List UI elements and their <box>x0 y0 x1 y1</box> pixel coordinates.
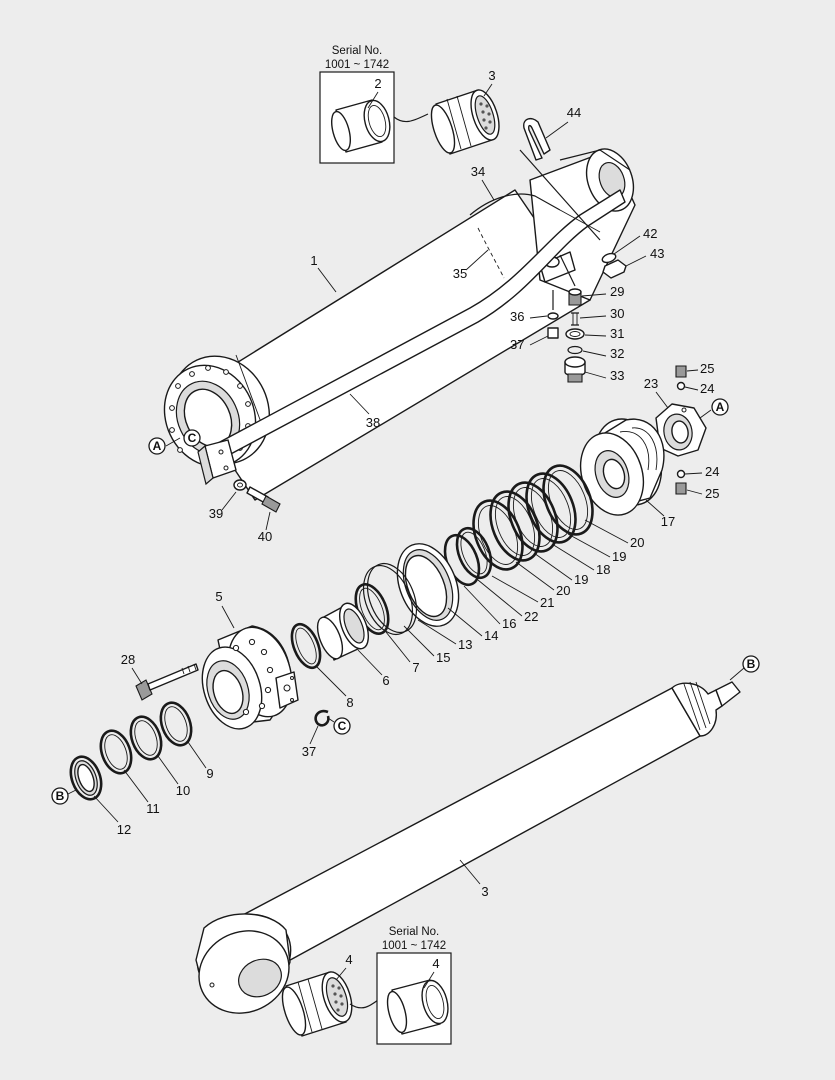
ball-24-lower <box>676 469 686 479</box>
serial-box-top-range: 1001 ~ 1742 <box>325 59 389 71</box>
label-1: 1 <box>310 253 317 268</box>
piston-17 <box>579 418 665 516</box>
serial-box-bottom-range: 1001 ~ 1742 <box>382 940 446 952</box>
bolt-41 <box>246 486 281 513</box>
label-28: 28 <box>121 652 135 667</box>
ref-marker-a-nut: A <box>699 398 729 419</box>
label-16: 16 <box>502 616 516 631</box>
label-3: 3 <box>481 884 488 899</box>
ref-marker-b-rings: B <box>51 787 77 805</box>
bolt-28 <box>135 663 199 701</box>
label-30: 30 <box>610 306 624 321</box>
serial-box-top-title: Serial No. <box>332 45 383 57</box>
label-35: 35 <box>453 266 467 281</box>
label-29: 29 <box>610 284 624 299</box>
label-19-lower: 19 <box>574 572 588 587</box>
svg-text:C: C <box>188 431 197 445</box>
svg-text:B: B <box>747 657 756 671</box>
label-4: 4 <box>345 952 352 967</box>
label-8: 8 <box>346 695 353 710</box>
label-24-upper: 24 <box>700 381 714 396</box>
label-13: 13 <box>458 637 472 652</box>
label-17: 17 <box>661 514 675 529</box>
label-10: 10 <box>176 783 190 798</box>
label-15: 15 <box>436 650 450 665</box>
label-32: 32 <box>610 346 624 361</box>
label-19-upper: 19 <box>612 549 626 564</box>
label-23: 23 <box>644 376 658 391</box>
label-44: 43 <box>650 246 664 261</box>
svg-text:A: A <box>153 439 162 453</box>
ref-marker-c-tube: C <box>183 429 201 447</box>
pipe-flange-block <box>197 439 237 486</box>
snap-ring-39 <box>314 709 330 727</box>
label-41: 40 <box>258 529 272 544</box>
label-43: 42 <box>643 226 657 241</box>
bushing-6 <box>316 602 370 661</box>
u-bolt-42 <box>519 117 601 241</box>
label-38: 38 <box>366 415 380 430</box>
label-2-serial-top: 2 <box>374 76 381 91</box>
piston-rod-3 <box>195 681 741 1014</box>
label-14: 14 <box>484 628 498 643</box>
bushing-old-style-top <box>330 99 391 153</box>
label-37: 37 <box>510 337 524 352</box>
label-42: 44 <box>567 105 581 120</box>
label-4-serial-bottom: 4 <box>432 956 439 971</box>
ref-marker-c-gland: C <box>327 717 351 735</box>
svg-text:B: B <box>56 789 65 803</box>
label-9: 9 <box>206 766 213 781</box>
fitting-stack-29-33 <box>564 288 586 383</box>
label-12: 12 <box>117 822 131 837</box>
rings-13-15 <box>362 543 460 635</box>
label-7: 7 <box>412 660 419 675</box>
label-21: 21 <box>540 595 554 610</box>
pipe-38 <box>204 189 626 465</box>
label-25-upper: 25 <box>700 361 714 376</box>
washer-40 <box>233 479 247 491</box>
bushing-4-bottom <box>281 971 353 1037</box>
serial-box-bottom-title: Serial No. <box>389 926 440 938</box>
rod-cover-gland-5 <box>201 625 299 730</box>
bolt-washer-36-37 <box>547 290 559 339</box>
label-22: 22 <box>524 609 538 624</box>
label-6: 6 <box>382 673 389 688</box>
label-25-lower: 25 <box>705 486 719 501</box>
ball-24-upper <box>676 381 686 391</box>
washer-nut-43-44 <box>601 252 627 279</box>
fitting-guide-line <box>559 254 576 287</box>
serial-swap-arrow-top <box>393 113 429 123</box>
serial-box-bottom: Serial No. 1001 ~ 1742 4 <box>376 926 452 1045</box>
svg-text:A: A <box>716 400 725 414</box>
label-24-lower: 24 <box>705 464 719 479</box>
rings-9-12 <box>69 701 193 801</box>
label-36: 36 <box>510 309 524 324</box>
serial-swap-arrow-bottom <box>349 999 379 1009</box>
bushing-2-top <box>430 89 500 155</box>
serial-box-top: Serial No. 1001 ~ 1742 2 <box>319 45 395 164</box>
label-34: 34 <box>471 164 485 179</box>
label-40: 39 <box>209 506 223 521</box>
label-5: 5 <box>215 589 222 604</box>
ref-marker-a-tube: A <box>148 437 181 455</box>
rings-18-22 <box>443 464 594 587</box>
label-31: 31 <box>610 326 624 341</box>
tube-flange-bolt-holes <box>169 365 251 453</box>
set-screw-25-upper <box>675 365 687 378</box>
bushing-old-style-bottom <box>386 979 449 1035</box>
ring-8 <box>290 622 322 670</box>
label-18: 18 <box>596 562 610 577</box>
ref-marker-b-rod: B <box>729 655 760 681</box>
label-20-upper: 20 <box>630 535 644 550</box>
label-2: 3 <box>488 68 495 83</box>
label-39: 37 <box>302 744 316 759</box>
svg-text:C: C <box>338 719 347 733</box>
set-screw-25-lower <box>675 482 687 495</box>
label-11: 11 <box>146 801 160 816</box>
lock-nut-23 <box>655 403 707 457</box>
label-33: 33 <box>610 368 624 383</box>
label-20-lower: 20 <box>556 583 570 598</box>
